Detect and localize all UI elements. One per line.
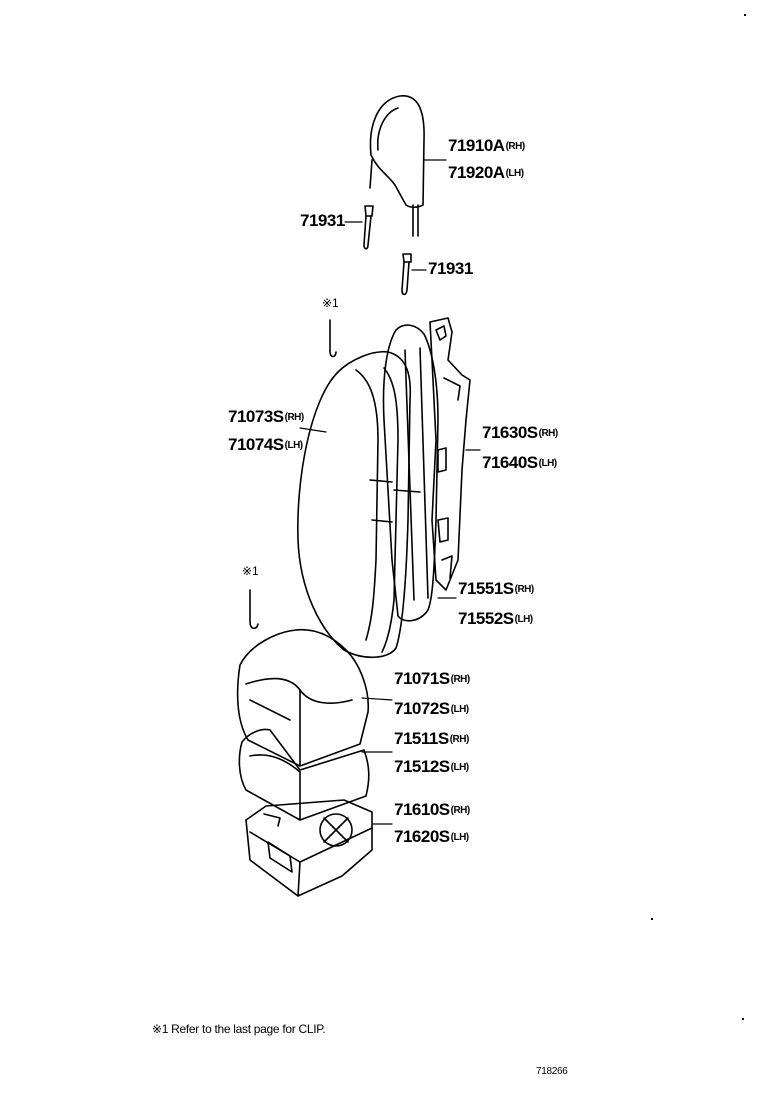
callout-cushion-frame-lh[interactable]: 71620S(LH) (394, 828, 469, 845)
side-label: (LH) (450, 762, 470, 773)
clip-footnote: ※1 Refer to the last page for CLIP. (152, 1022, 326, 1036)
callout-back-frame-rh[interactable]: 71630S(RH) (482, 424, 558, 441)
callout-back-pad-rh[interactable]: 71551S(RH) (458, 580, 534, 597)
callout-support-right[interactable]: 71931 (428, 260, 473, 277)
part-number: 71620S (394, 827, 450, 846)
callout-cushion-pad-lh[interactable]: 71512S(LH) (394, 758, 469, 775)
part-number: 71931 (428, 259, 473, 278)
part-number: 71920A (448, 163, 505, 182)
seatback-pad-illustration (382, 324, 439, 622)
part-number: 71512S (394, 757, 450, 776)
headrest-illustration (369, 95, 425, 237)
illustration-reference-number: 718266 (536, 1066, 568, 1077)
part-number: 71551S (458, 579, 514, 598)
callout-cushion-cover-lh[interactable]: 71072S(LH) (394, 700, 469, 717)
seatback-cover-illustration (297, 350, 412, 659)
headrest-support-left (363, 205, 374, 250)
seatback-frame-illustration (429, 317, 471, 591)
part-number: 71074S (228, 435, 284, 454)
part-number: 71910A (448, 136, 505, 155)
part-number: 71640S (482, 453, 538, 472)
scan-speck (651, 918, 653, 920)
side-label: (RH) (505, 141, 526, 152)
side-label: (LH) (505, 168, 525, 179)
callout-headrest-rh[interactable]: 71910A(RH) (448, 137, 525, 154)
clip-mark-lower: ※1 (242, 564, 259, 578)
callout-back-cover-rh[interactable]: 71073S(RH) (228, 408, 304, 425)
side-label: (LH) (514, 614, 534, 625)
callout-cushion-frame-rh[interactable]: 71610S(RH) (394, 801, 470, 818)
side-label: (LH) (450, 832, 470, 843)
callout-back-frame-lh[interactable]: 71640S(LH) (482, 454, 557, 471)
clip-upper-illustration (329, 319, 337, 358)
headrest-support-right (401, 253, 412, 296)
clip-mark-upper: ※1 (322, 296, 339, 310)
callout-headrest-lh[interactable]: 71920A(LH) (448, 164, 524, 181)
side-label: (RH) (284, 412, 305, 423)
callout-back-pad-lh[interactable]: 71552S(LH) (458, 610, 533, 627)
callout-support-left[interactable]: 71931 (300, 212, 345, 229)
cushion-cover-illustration (236, 628, 370, 767)
part-number: 71552S (458, 609, 514, 628)
cushion-frame-illustration (245, 799, 373, 897)
side-label: (LH) (450, 704, 470, 715)
cushion-pad-illustration (238, 728, 370, 821)
callout-cushion-cover-rh[interactable]: 71071S(RH) (394, 670, 470, 687)
callout-cushion-pad-rh[interactable]: 71511S(RH) (394, 730, 469, 747)
side-label: (LH) (284, 440, 304, 451)
side-label: (RH) (514, 584, 535, 595)
part-number: 71072S (394, 699, 450, 718)
part-number: 71610S (394, 800, 450, 819)
side-label: (RH) (450, 674, 471, 685)
part-number: 71931 (300, 211, 345, 230)
side-label: (RH) (538, 428, 559, 439)
part-number: 71071S (394, 669, 450, 688)
scan-speck (742, 1018, 744, 1020)
part-number: 71073S (228, 407, 284, 426)
scan-speck (744, 14, 746, 16)
callout-back-cover-lh[interactable]: 71074S(LH) (228, 436, 303, 453)
side-label: (RH) (450, 805, 471, 816)
clip-lower-illustration (249, 589, 259, 630)
part-number: 71630S (482, 423, 538, 442)
leader-lines (299, 159, 481, 825)
side-label: (LH) (538, 458, 558, 469)
part-number: 71511S (394, 729, 449, 748)
side-label: (RH) (449, 734, 470, 745)
